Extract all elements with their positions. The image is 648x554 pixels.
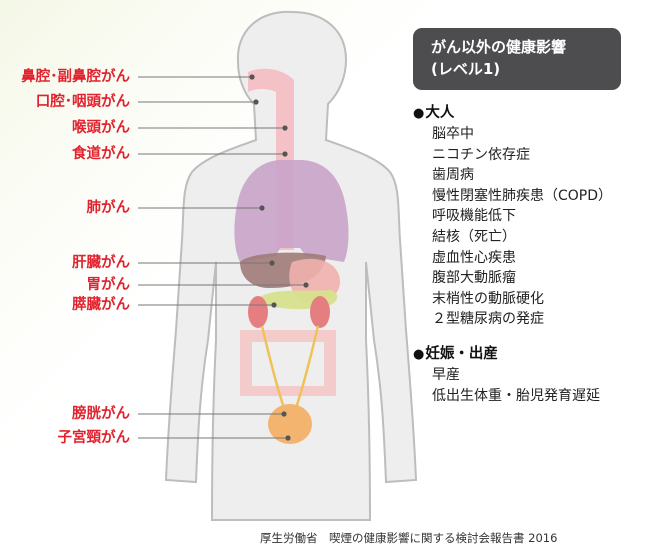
label-nasal-cancer: 鼻腔･副鼻腔がん xyxy=(21,69,130,85)
list-item: 歯周病 xyxy=(432,167,474,184)
bullet-icon: ● xyxy=(413,106,425,121)
leader-lines xyxy=(138,76,306,439)
label-esophagus-cancer: 食道がん xyxy=(72,146,130,162)
organ-markers xyxy=(249,74,309,441)
list-item: 呼吸機能低下 xyxy=(432,208,516,225)
list-item: 低出生体重・胎児発育遅延 xyxy=(432,387,600,404)
adult-heading-row: ●大人 xyxy=(413,103,454,124)
list-item: 虚血性心疾患 xyxy=(432,249,516,266)
list-item: 結核（死亡） xyxy=(432,228,516,245)
left-kidney xyxy=(248,296,268,328)
ureters xyxy=(260,325,320,409)
list-item: 末梢性の動脈硬化 xyxy=(432,290,544,307)
right-kidney xyxy=(310,296,330,328)
label-pancreas-cancer: 膵臓がん xyxy=(72,297,130,313)
label-larynx-cancer: 喉頭がん xyxy=(72,120,130,136)
panel-title: がん以外の健康影響 xyxy=(431,38,567,56)
adult-heading: 大人 xyxy=(425,105,455,121)
label-cervix-cancer: 子宮頸がん xyxy=(57,430,131,446)
panel-title-box: がん以外の健康影響 (レベル1) xyxy=(413,28,621,90)
label-liver-cancer: 肝臓がん xyxy=(72,255,130,271)
list-item: ニコチン依存症 xyxy=(432,146,530,163)
label-oral-cancer: 口腔･咽頭がん xyxy=(35,94,130,110)
pregnancy-heading: 妊娠・出産 xyxy=(425,346,498,362)
panel-subtitle: (レベル1) xyxy=(431,60,501,78)
label-stomach-cancer: 胃がん xyxy=(86,277,131,293)
adult-effects-list: 脳卒中 ニコチン依存症 歯周病 慢性閉塞性肺疾患（COPD） 呼吸機能低下 結核… xyxy=(432,124,612,330)
intestines xyxy=(240,330,336,396)
list-item: 腹部大動脈瘤 xyxy=(432,270,516,287)
list-item: 脳卒中 xyxy=(432,126,474,142)
bullet-icon: ● xyxy=(413,347,425,362)
source-footer: 厚生労働省 喫煙の健康影響に関する検討会報告書 2016 xyxy=(260,531,558,545)
label-bladder-cancer: 膀胱がん xyxy=(72,406,130,422)
lungs xyxy=(234,160,349,262)
label-lung-cancer: 肺がん xyxy=(86,200,131,216)
pregnancy-effects-list: 早産 低出生体重・胎児発育遅延 xyxy=(432,365,600,406)
list-item: 早産 xyxy=(432,367,460,383)
list-item: 慢性閉塞性肺疾患（COPD） xyxy=(432,187,613,204)
list-item: ２型糖尿病の発症 xyxy=(432,311,544,328)
pregnancy-heading-row: ●妊娠・出産 xyxy=(413,344,498,365)
